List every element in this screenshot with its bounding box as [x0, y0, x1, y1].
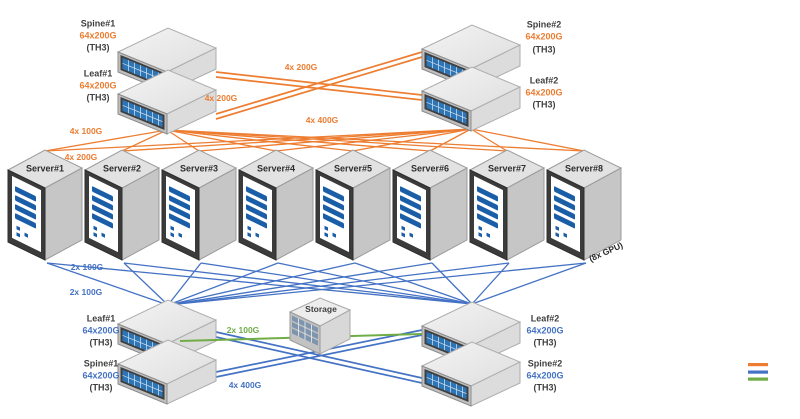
bottom-right-leaf-ports: 64x200G: [526, 325, 564, 336]
top-right-spine-name: Spine#2: [526, 19, 562, 30]
bottom-right-switch-stack: [421, 301, 521, 407]
bottom-right-spine-name: Spine#2: [527, 358, 563, 369]
server-1-label: Server#1: [25, 163, 65, 174]
server-6-label: Server#6: [410, 163, 450, 174]
legend-swatch-green: [748, 377, 768, 381]
link-label-top-cross-upper: 4x 200G: [284, 61, 318, 72]
bottom-left-switch-stack: [117, 299, 217, 405]
legend-swatch-orange: [748, 363, 768, 367]
top-left-spine-ports: 64x200G: [79, 30, 117, 41]
storage-label: Storage: [305, 303, 337, 314]
link-label-top-cross-mid: 4x 200G: [204, 92, 238, 103]
top-left-spine-name: Spine#1: [80, 18, 116, 29]
server-4-label: Server#4: [256, 163, 296, 174]
server-8-label: Server#8: [564, 163, 604, 174]
bottom-right-leaf-name: Leaf#2: [530, 313, 560, 324]
top-left-switch-stack: [117, 27, 217, 135]
bottom-right-spine-ports: 64x200G: [526, 370, 564, 381]
top-right-switch-stack: [421, 24, 521, 132]
link-label-top-left-lower: 4x 200G: [64, 151, 98, 162]
blue-fabric-links: [46, 262, 587, 400]
top-left-leaf-asic: (TH3): [86, 92, 110, 103]
bottom-left-spine-name: Spine#1: [83, 358, 119, 369]
top-right-leaf-name: Leaf#2: [529, 75, 559, 86]
top-left-leaf-name: Leaf#1: [83, 68, 113, 79]
link-label-bottom-left-lower: 2x 100G: [69, 286, 103, 297]
bottom-right-leaf-asic: (TH3): [533, 337, 557, 348]
bottom-left-leaf-name: Leaf#1: [86, 313, 116, 324]
link-label-bottom-cross: 4x 400G: [228, 379, 262, 390]
link-label-top-cross-center: 4x 400G: [305, 114, 339, 125]
bottom-left-spine-asic: (TH3): [89, 382, 113, 393]
top-left-leaf-ports: 64x200G: [79, 80, 117, 91]
link-label-storage: 2x 100G: [226, 324, 260, 335]
link-label-bottom-left-upper: 2x 100G: [70, 261, 104, 272]
server-2-label: Server#2: [102, 163, 142, 174]
server-7-label: Server#7: [487, 163, 527, 174]
legend-swatch-blue: [748, 370, 768, 374]
top-right-leaf-ports: 64x200G: [525, 87, 563, 98]
server-5-label: Server#5: [333, 163, 373, 174]
server-3-label: Server#3: [179, 163, 219, 174]
top-right-leaf-asic: (TH3): [532, 99, 556, 110]
link-label-top-left-upper: 4x 100G: [69, 125, 103, 136]
bottom-right-spine-asic: (TH3): [533, 382, 557, 393]
bottom-left-leaf-ports: 64x200G: [82, 325, 120, 336]
bottom-left-spine-ports: 64x200G: [82, 370, 120, 381]
legend: [748, 363, 768, 381]
top-right-spine-asic: (TH3): [532, 44, 556, 55]
server-towers: [7, 149, 622, 261]
top-left-spine-asic: (TH3): [86, 42, 110, 53]
top-right-spine-ports: 64x200G: [525, 31, 563, 42]
bottom-left-leaf-asic: (TH3): [89, 337, 113, 348]
orange-fabric-links: [44, 51, 585, 152]
